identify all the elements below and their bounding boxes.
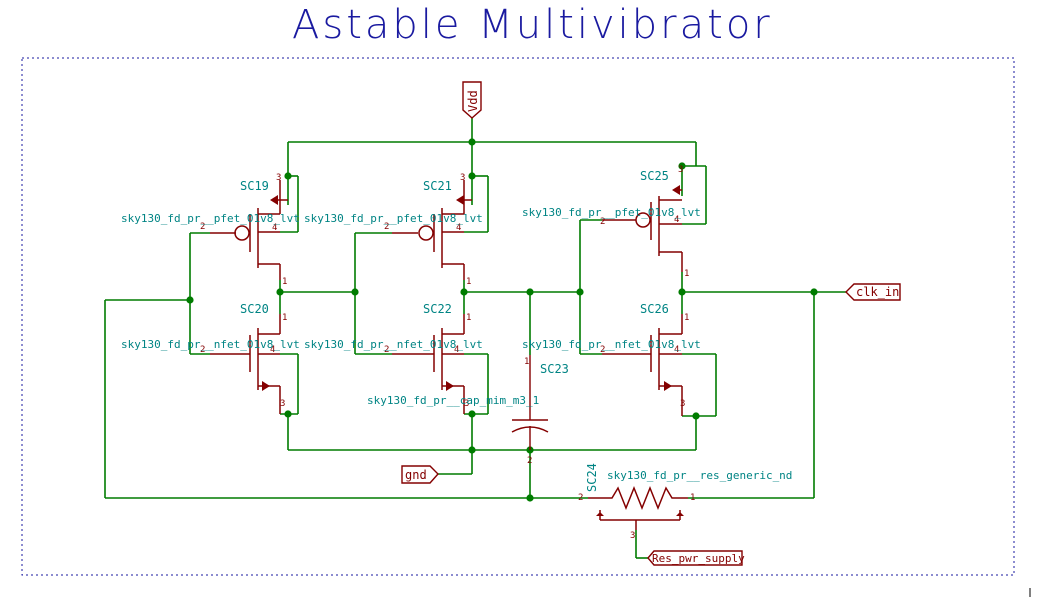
label-vdd[interactable]: Vdd	[462, 81, 482, 119]
value-sc22: sky130_fd_pr__nfet_01v8_lvt	[304, 338, 483, 351]
svg-text:2: 2	[600, 217, 605, 227]
svg-text:1: 1	[684, 269, 689, 279]
svg-text:3: 3	[280, 399, 285, 409]
ref-sc20: SC20	[240, 302, 269, 316]
svg-text:2: 2	[600, 345, 605, 355]
ref-sc25: SC25	[640, 169, 669, 183]
label-gnd[interactable]: gnd	[401, 465, 439, 484]
ref-sc22: SC22	[423, 302, 452, 316]
svg-text:1: 1	[282, 313, 287, 323]
label-clk-in-text: clk_in	[856, 285, 899, 299]
svg-text:4: 4	[272, 223, 277, 233]
svg-text:2: 2	[384, 222, 389, 232]
wires	[104, 118, 846, 559]
capacitor-sc23[interactable]: 1 2	[511, 355, 549, 466]
svg-text:3: 3	[276, 173, 281, 183]
ref-sc26: SC26	[640, 302, 669, 316]
sheet-border	[21, 57, 1015, 576]
value-sc23: sky130_fd_pr__cap_mim_m3_1	[367, 394, 539, 407]
value-sc19: sky130_fd_pr__pfet_01v8_lvt	[121, 212, 300, 225]
svg-text:1: 1	[684, 313, 689, 323]
nfet-sc20[interactable]: 2 1 4 3	[200, 313, 287, 414]
ref-sc21: SC21	[423, 179, 452, 193]
ref-sc19: SC19	[240, 179, 269, 193]
ref-sc24: SC24	[585, 463, 599, 492]
value-sc24: sky130_fd_pr__res_generic_nd	[607, 469, 792, 482]
nfet-sc22[interactable]: 2 1 4 3	[384, 313, 471, 414]
pfet-sc19[interactable]: 2 3 4 1	[200, 173, 288, 287]
svg-text:1: 1	[690, 493, 695, 503]
pfet-sc21[interactable]: 2 3 4 1	[384, 173, 472, 287]
svg-text:4: 4	[454, 345, 459, 355]
svg-text:2: 2	[578, 493, 583, 503]
svg-text:4: 4	[674, 345, 679, 355]
junctions	[186, 138, 818, 502]
svg-text:1: 1	[466, 277, 471, 287]
resistor-sc24[interactable]: 2 1 3	[578, 485, 695, 541]
svg-text:3: 3	[464, 399, 469, 409]
label-res-pwr-supply[interactable]: Res_pwr_supply	[647, 550, 745, 566]
ref-sc23: SC23	[540, 362, 569, 376]
value-sc20: sky130_fd_pr__nfet_01v8_lvt	[121, 338, 300, 351]
svg-text:1: 1	[282, 277, 287, 287]
pfet-sc25[interactable]: 2 3 4 1	[600, 165, 689, 279]
nfet-sc26[interactable]: 2 1 4 3	[600, 313, 689, 416]
svg-text:1: 1	[524, 357, 529, 367]
label-gnd-text: gnd	[405, 468, 427, 482]
value-sc25: sky130_fd_pr__pfet_01v8_lvt	[522, 206, 701, 219]
svg-text:1: 1	[466, 313, 471, 323]
svg-text:3: 3	[630, 531, 635, 541]
svg-text:3: 3	[678, 165, 683, 175]
svg-text:2: 2	[200, 222, 205, 232]
svg-text:2: 2	[200, 345, 205, 355]
svg-text:4: 4	[674, 215, 679, 225]
svg-text:2: 2	[384, 345, 389, 355]
svg-text:4: 4	[270, 345, 275, 355]
svg-text:3: 3	[460, 173, 465, 183]
label-vdd-text: Vdd	[466, 90, 480, 112]
svg-text:2: 2	[527, 456, 532, 466]
value-sc26: sky130_fd_pr__nfet_01v8_lvt	[522, 338, 701, 351]
label-clk-in[interactable]: clk_in	[845, 283, 901, 301]
value-sc21: sky130_fd_pr__pfet_01v8_lvt	[304, 212, 483, 225]
svg-text:4: 4	[456, 223, 461, 233]
label-res-pwr-supply-text: Res_pwr_supply	[652, 552, 745, 565]
svg-text:3: 3	[680, 399, 685, 409]
sheet-title: Astable Multivibrator	[292, 2, 773, 48]
